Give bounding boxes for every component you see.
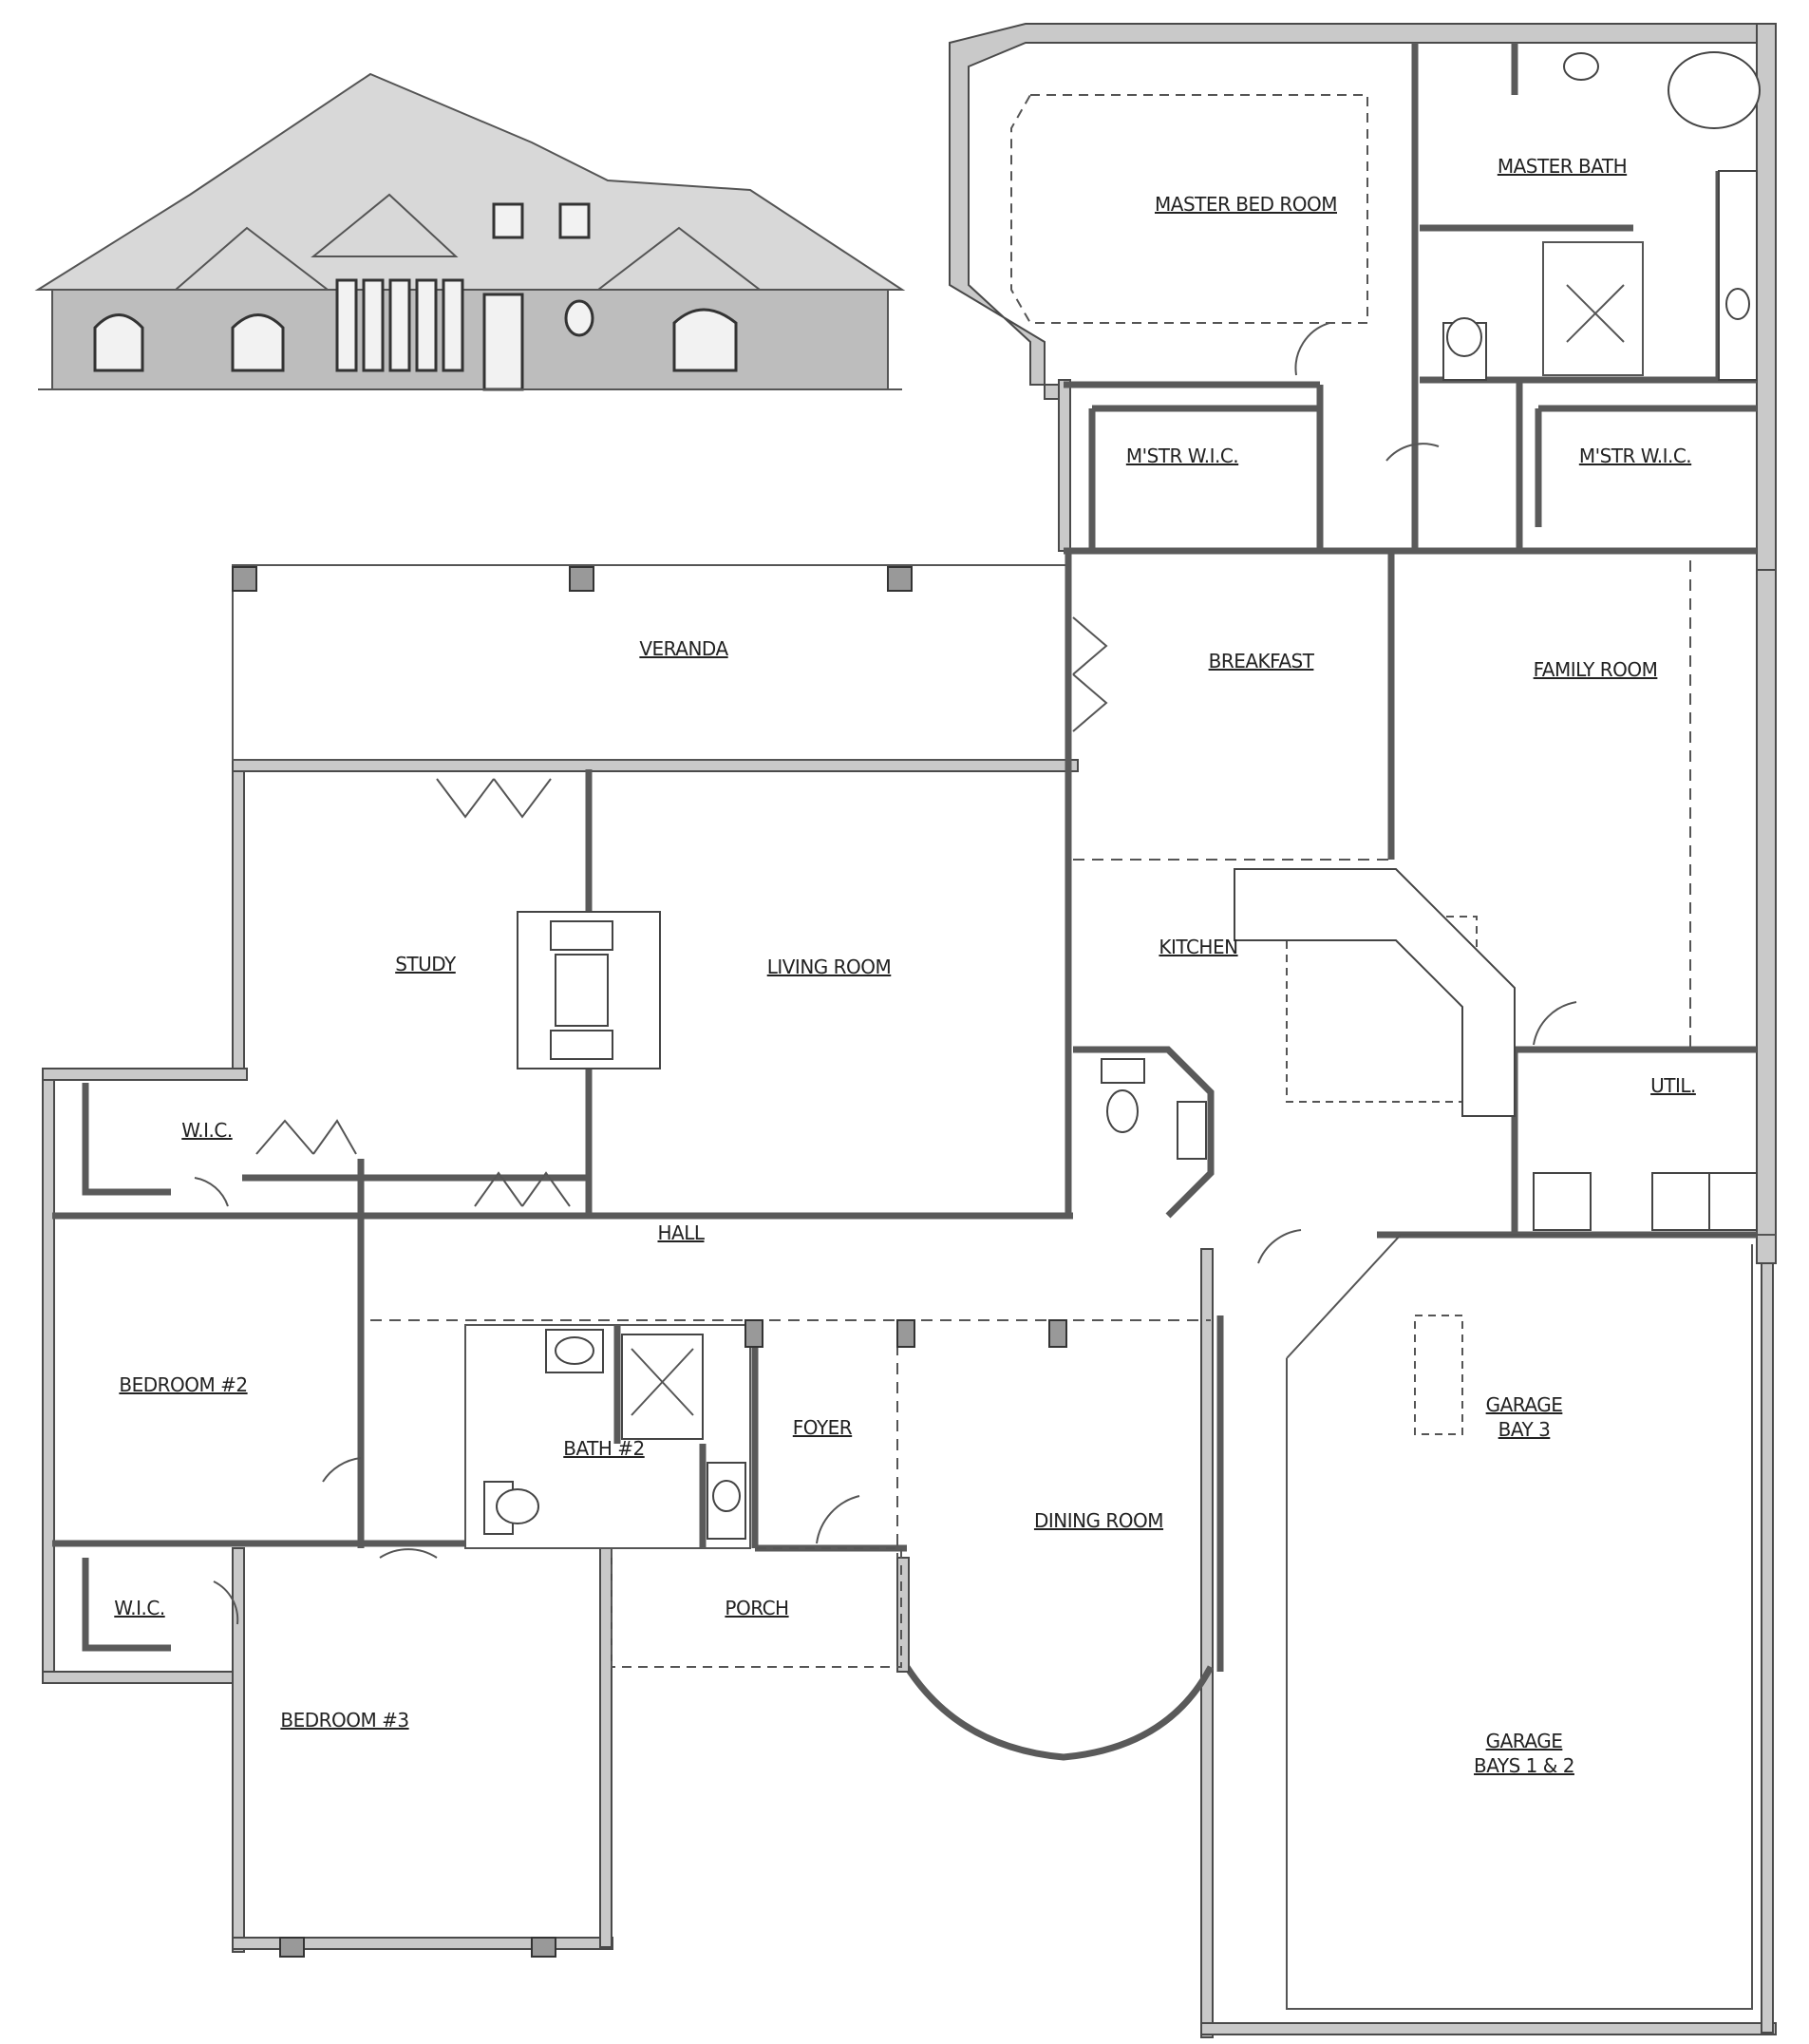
label-foyer: FOYER: [793, 1416, 853, 1439]
label-bedroom-3: BEDROOM #3: [280, 1709, 408, 1732]
house-elevation: [34, 72, 906, 391]
label-bedroom-2: BEDROOM #2: [119, 1373, 247, 1396]
label-garage-bay3-line2: BAY 3: [1498, 1418, 1551, 1441]
label-porch: PORCH: [725, 1597, 788, 1619]
interior-walls: [52, 43, 1776, 2010]
label-master-bedroom: MASTER BED ROOM: [1155, 193, 1337, 216]
doors: [194, 322, 1577, 1625]
fixtures: [483, 51, 1761, 1540]
room-labels: MASTER BED ROOM MASTER BATH M'STR W.I.C.…: [114, 155, 1696, 1777]
label-garage-bay3-line1: GARAGE: [1486, 1393, 1563, 1416]
label-veranda: VERANDA: [639, 637, 728, 660]
label-kitchen: KITCHEN: [1159, 936, 1237, 958]
label-mstr-wic-left: M'STR W.I.C.: [1126, 445, 1238, 467]
label-mstr-wic-right: M'STR W.I.C.: [1579, 445, 1691, 467]
label-master-bath: MASTER BATH: [1498, 155, 1627, 178]
label-wic-1: W.I.C.: [181, 1119, 232, 1142]
label-garage-bays12-line1: GARAGE: [1486, 1730, 1563, 1752]
label-garage-bays12-line2: BAYS 1 & 2: [1474, 1754, 1574, 1777]
label-bath-2: BATH #2: [563, 1437, 644, 1460]
label-breakfast: BREAKFAST: [1209, 650, 1315, 672]
label-dining-room: DINING ROOM: [1034, 1509, 1163, 1532]
columns: [232, 566, 1067, 1958]
label-util: UTIL.: [1650, 1074, 1696, 1097]
label-wic-2: W.I.C.: [114, 1597, 164, 1619]
label-family-room: FAMILY ROOM: [1534, 658, 1658, 681]
label-living-room: LIVING ROOM: [767, 956, 892, 978]
label-hall: HALL: [657, 1221, 705, 1244]
label-study: STUDY: [395, 953, 457, 975]
